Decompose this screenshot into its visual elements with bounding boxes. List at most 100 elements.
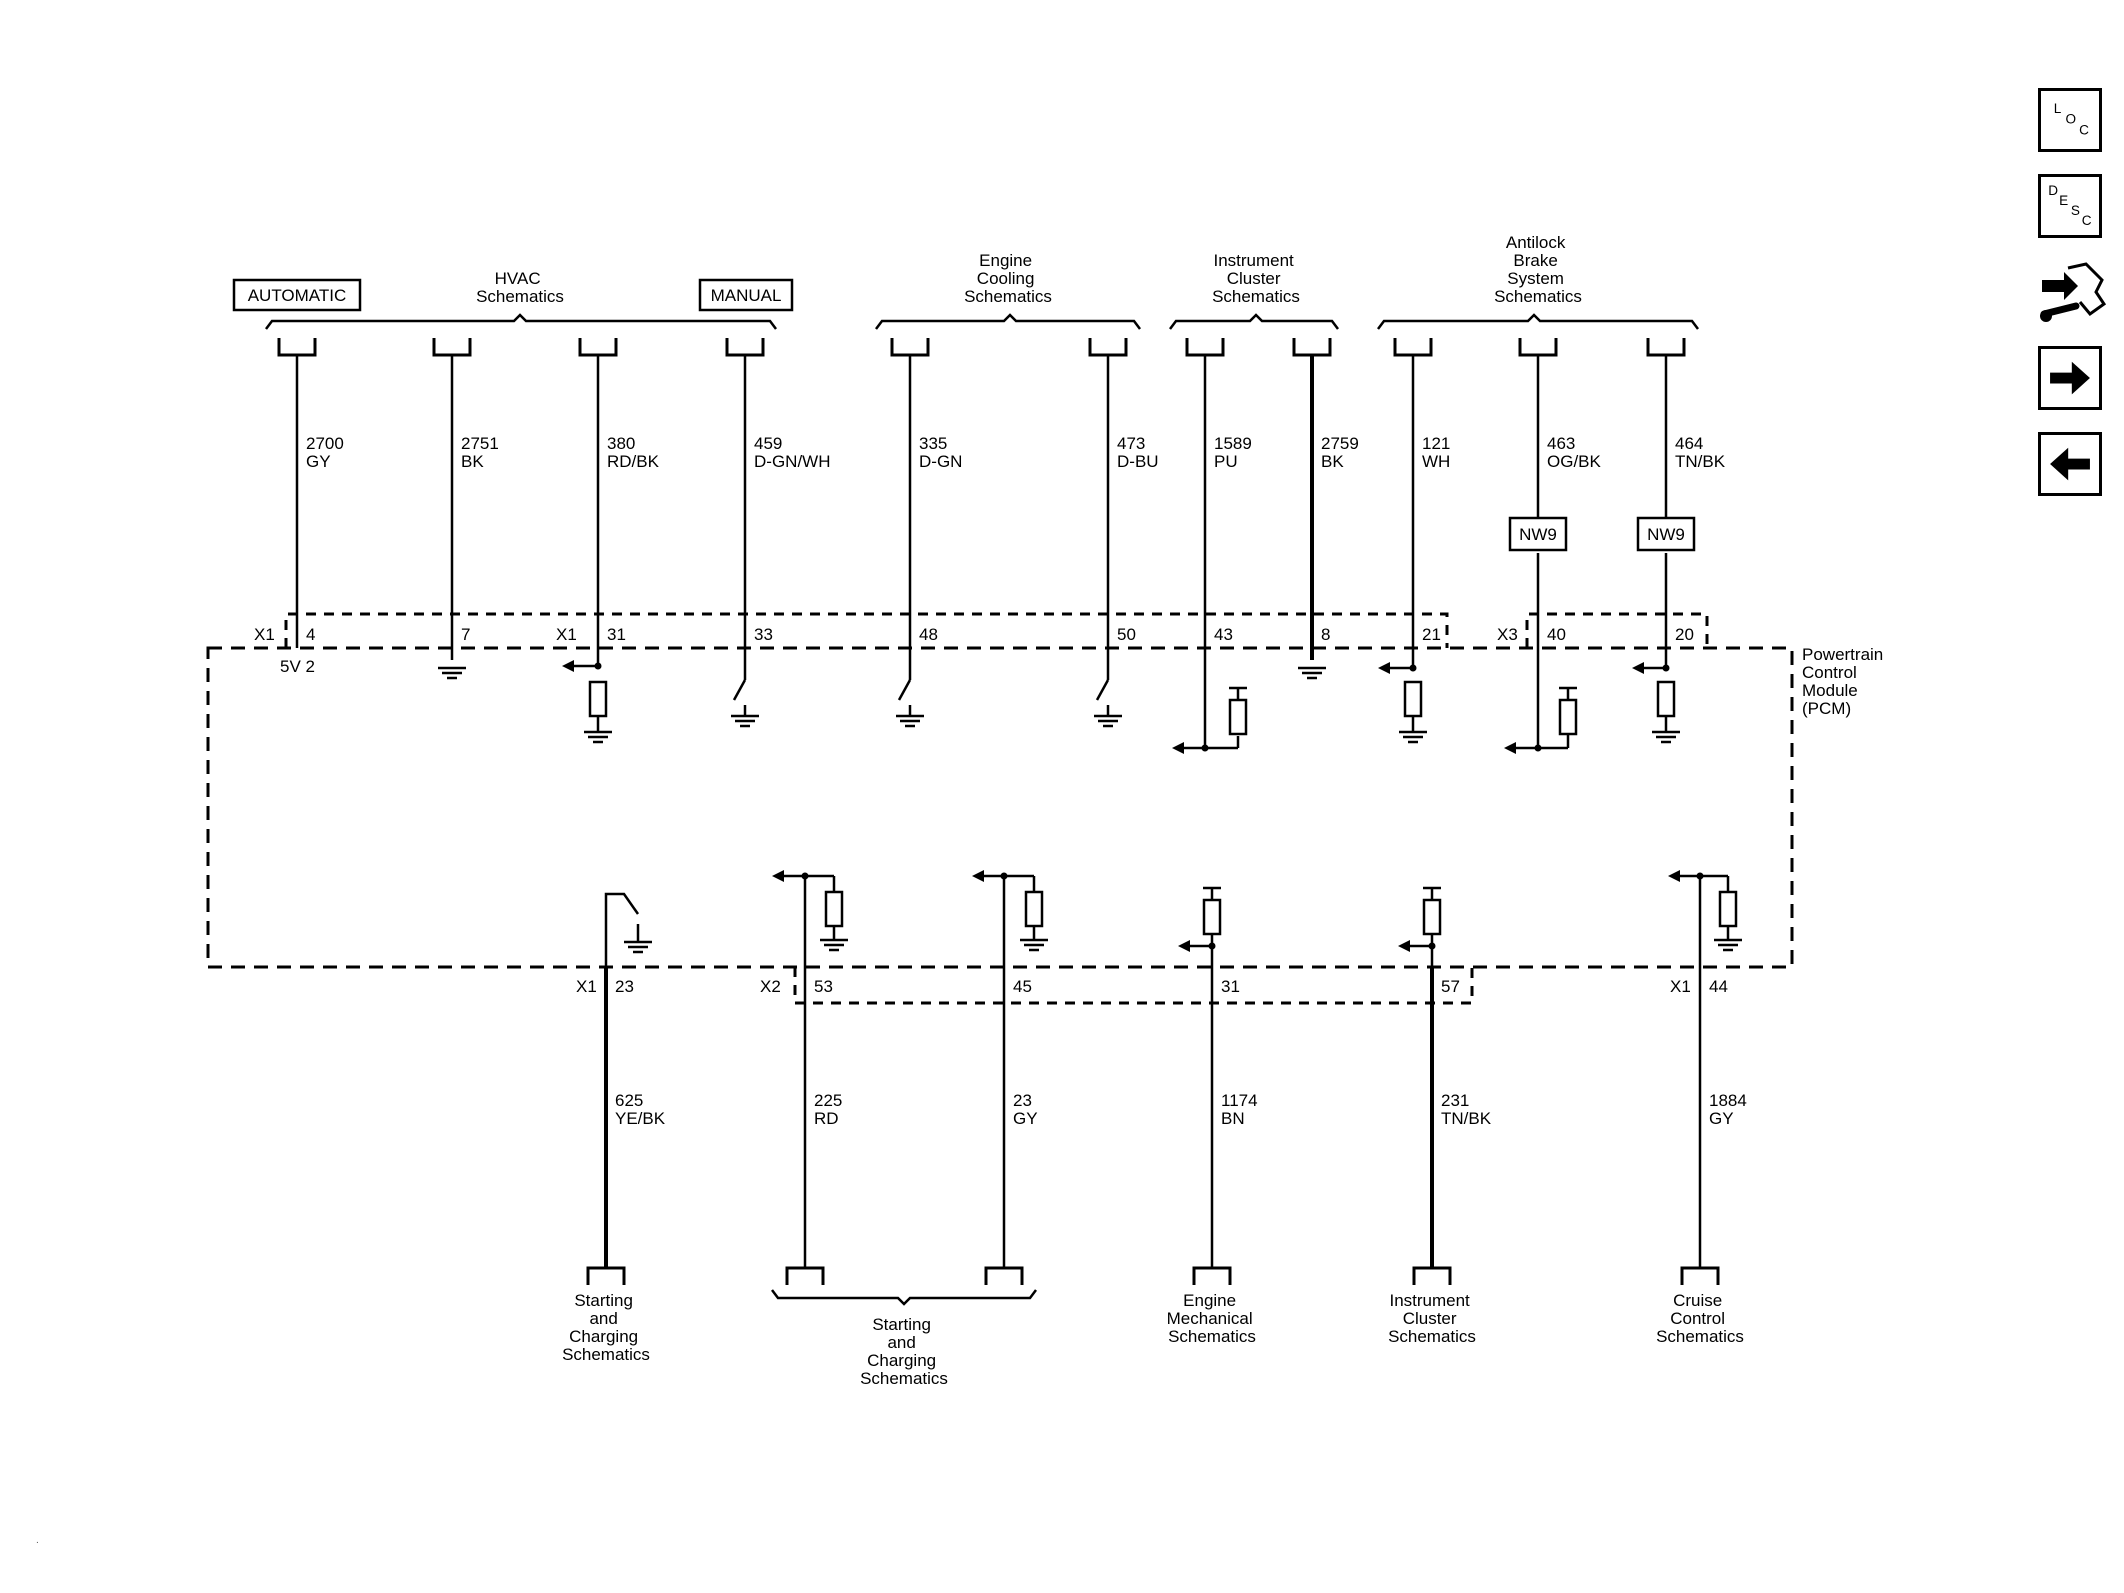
wire-color-label: TN/BK <box>1441 1109 1492 1128</box>
svg-text:NW9: NW9 <box>1519 525 1557 544</box>
wire-color-label: D-GN/WH <box>754 452 830 471</box>
wire-color-label: BK <box>461 452 484 471</box>
connector-id: X1 <box>1670 977 1691 996</box>
hvac-schematics-label: HVAC Schematics <box>476 269 564 306</box>
pin-number: 8 <box>1321 625 1330 644</box>
engine-cooling-group-brace <box>875 313 1141 330</box>
pin-number: 45 <box>1013 977 1032 996</box>
5v-reference-label: 5V 2 <box>280 657 315 676</box>
abs-group-brace <box>1377 313 1699 330</box>
pin-number: 7 <box>461 625 470 644</box>
instrument-cluster-schematics-bottom-label: Instrument Cluster Schematics <box>1388 1291 1476 1346</box>
pin-number: 44 <box>1709 977 1728 996</box>
pcm-internal-circuits-bottom <box>604 874 1742 967</box>
bottom-wires <box>586 967 1720 1306</box>
wire-circuit-label: 464 <box>1675 434 1703 453</box>
wire-circuit-label: 380 <box>607 434 635 453</box>
location-button[interactable]: L O C <box>2038 88 2102 152</box>
wire-circuit-label: 2751 <box>461 434 499 453</box>
pcm-module-label: Powertrain Control Module (PCM) <box>1802 645 1888 718</box>
top-pin-labels: X1 4 7 X1 31 33 48 50 43 8 21 X3 40 20 5… <box>254 625 1694 676</box>
wire-color-label: D-GN <box>919 452 962 471</box>
wire-circuit-label: 463 <box>1547 434 1575 453</box>
loc-letter-c: C <box>2079 123 2089 138</box>
wire-color-label: D-BU <box>1117 452 1159 471</box>
wire-circuit-label: 1174 <box>1221 1091 1258 1110</box>
wire-circuit-label: 1589 <box>1214 434 1252 453</box>
pin-number: 4 <box>306 625 315 644</box>
hvac-group-brace <box>265 313 777 330</box>
wire-color-label: RD/BK <box>607 452 660 471</box>
engine-cooling-schematics-label: Engine Cooling Schematics <box>964 251 1052 306</box>
arrow-left-icon <box>2050 447 2090 481</box>
pin-number: 20 <box>1675 625 1694 644</box>
wire-circuit-label: 225 <box>814 1091 842 1110</box>
pin-number: 43 <box>1214 625 1233 644</box>
wire-circuit-label: 121 <box>1422 434 1450 453</box>
wire-circuit-label: 625 <box>615 1091 643 1110</box>
bottom-pin-labels: X1 23 X2 53 45 31 57 X1 44 <box>576 977 1728 996</box>
wire-circuit-label: 231 <box>1441 1091 1469 1110</box>
svg-text:AUTOMATIC: AUTOMATIC <box>248 286 347 305</box>
desc-letter-s: S <box>2071 203 2080 218</box>
pin-number: 31 <box>1221 977 1240 996</box>
wire-circuit-label: 473 <box>1117 434 1145 453</box>
pin-number: 50 <box>1117 625 1136 644</box>
pin-number: 31 <box>607 625 626 644</box>
connector-id: X1 <box>576 977 597 996</box>
wire-circuit-label: 335 <box>919 434 947 453</box>
wire-color-label: WH <box>1422 452 1450 471</box>
pin-number: 33 <box>754 625 773 644</box>
pcm-internal-arrows-bottom <box>772 870 1704 952</box>
connector-id: X2 <box>760 977 781 996</box>
pcm-internal-arrows-top <box>562 660 1670 754</box>
previous-button[interactable] <box>2038 432 2102 496</box>
automatic-option-box: AUTOMATIC <box>232 278 362 312</box>
starting-charging-schematics-label: Starting and Charging Schematics <box>562 1291 650 1364</box>
connector-id: X1 <box>556 625 577 644</box>
next-button[interactable] <box>2038 346 2102 410</box>
arrow-right-icon <box>2050 361 2090 395</box>
wire-circuit-label: 459 <box>754 434 782 453</box>
instrument-cluster-schematics-label: Instrument Cluster Schematics <box>1212 251 1300 306</box>
pin-number: 21 <box>1422 625 1441 644</box>
wire-color-label: GY <box>1709 1109 1734 1128</box>
pin-number: 40 <box>1547 625 1566 644</box>
loc-letter-o: O <box>2065 112 2076 127</box>
wire-circuit-label: 2700 <box>306 434 344 453</box>
nw9-box-463: NW9 <box>1508 516 1568 552</box>
wire-circuit-label: 2759 <box>1321 434 1359 453</box>
wire-color-label: RD <box>814 1109 839 1128</box>
engine-mechanical-schematics-label: Engine Mechanical Schematics <box>1167 1291 1258 1346</box>
corner-mark: . <box>36 1535 39 1546</box>
tools-icon[interactable] <box>2034 258 2108 332</box>
manual-option-box: MANUAL <box>698 278 794 312</box>
pcm-module-boundary <box>206 646 1794 969</box>
pin-number: 48 <box>919 625 938 644</box>
top-wire-labels: 2700 GY 2751 BK 380 RD/BK 459 D-GN/WH 33… <box>306 434 1726 471</box>
loc-letter-l: L <box>2054 101 2062 116</box>
desc-letter-e: E <box>2059 193 2068 208</box>
wire-color-label: BN <box>1221 1109 1245 1128</box>
svg-text:MANUAL: MANUAL <box>711 286 782 305</box>
connector-id: X1 <box>254 625 275 644</box>
wire-color-label: OG/BK <box>1547 452 1602 471</box>
wire-color-label: TN/BK <box>1675 452 1726 471</box>
connector-id: X3 <box>1497 625 1518 644</box>
wire-circuit-label: 23 <box>1013 1091 1032 1110</box>
description-button[interactable]: D E S C <box>2038 174 2102 238</box>
svg-text:NW9: NW9 <box>1647 525 1685 544</box>
desc-letter-c: C <box>2082 213 2092 228</box>
pcm-internal-circuits-top <box>438 664 1680 750</box>
pin-number: 53 <box>814 977 833 996</box>
wire-color-label: GY <box>1013 1109 1038 1128</box>
top-wires <box>277 338 1686 748</box>
wire-circuit-label: 1884 <box>1709 1091 1747 1110</box>
pin-number: 23 <box>615 977 634 996</box>
desc-letter-d: D <box>2048 183 2058 198</box>
wire-color-label: PU <box>1214 452 1238 471</box>
wire-color-label: YE/BK <box>615 1109 666 1128</box>
starting-charging-schematics-group-label: Starting and Charging Schematics <box>860 1315 948 1388</box>
instrument-cluster-group-brace <box>1169 313 1339 330</box>
